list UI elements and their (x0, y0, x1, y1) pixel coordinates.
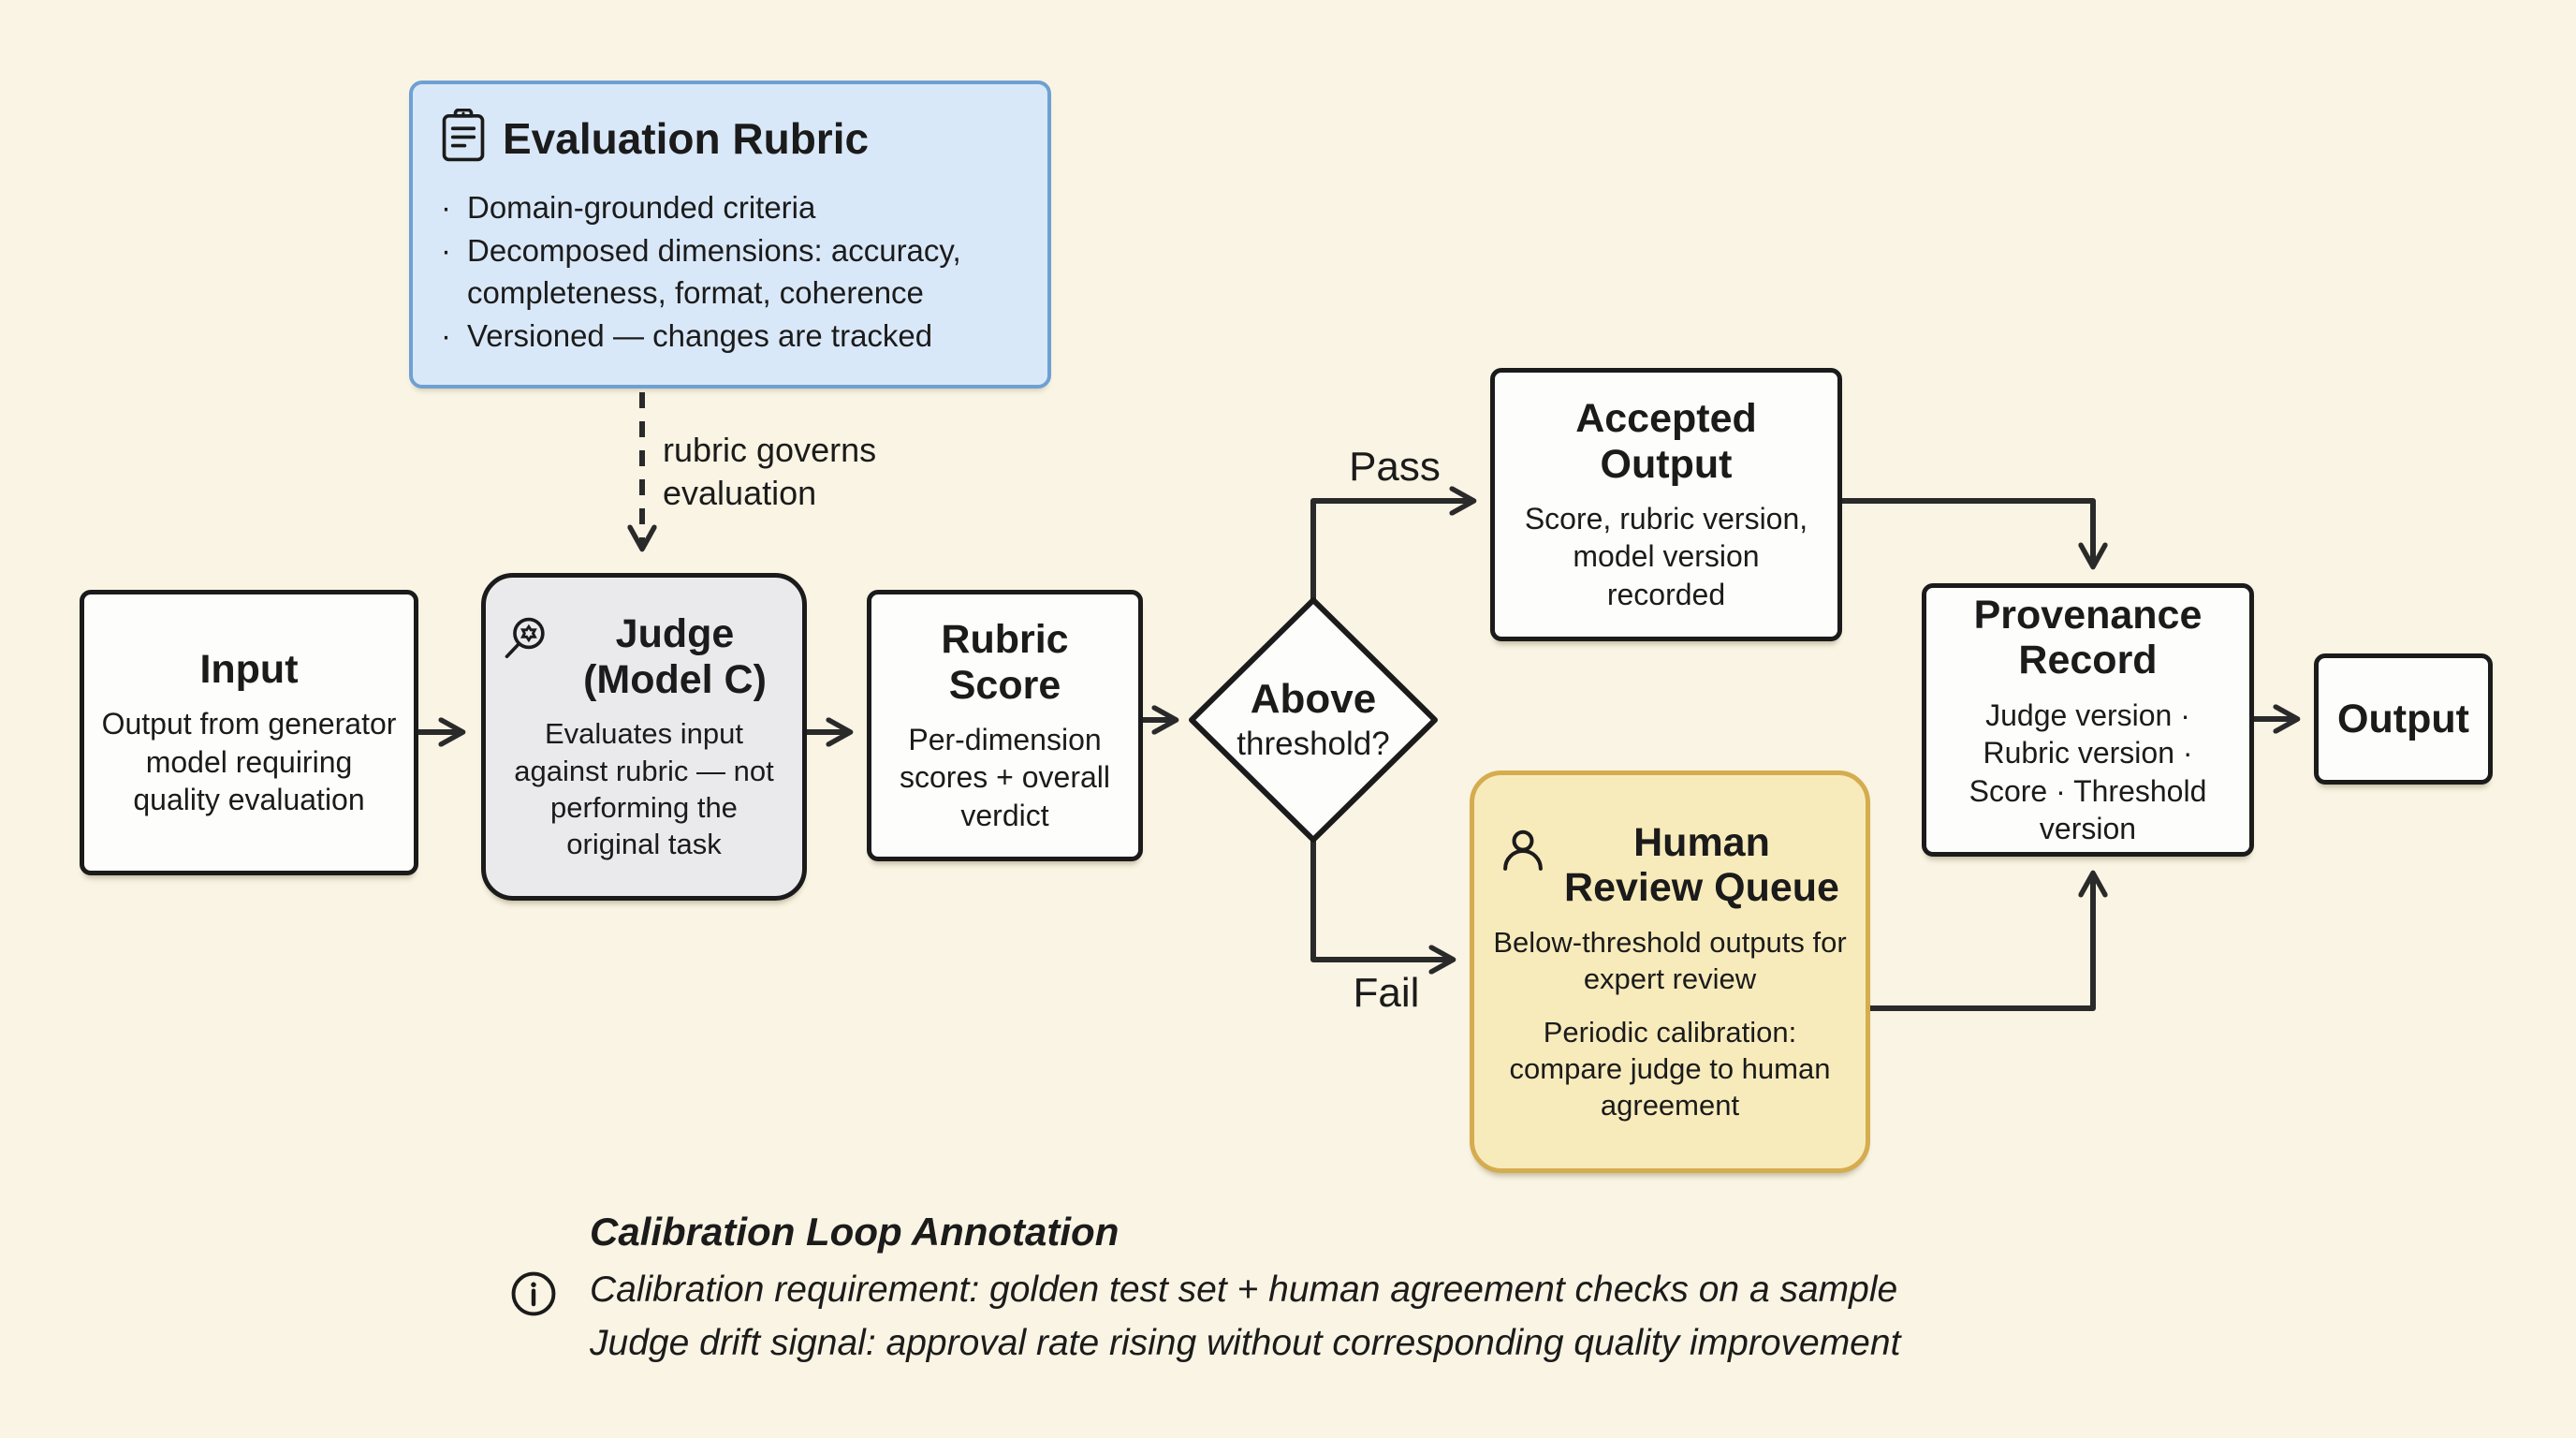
node-decision-subtitle: threshold? (1237, 725, 1390, 762)
node-human-review-queue: Human Review Queue Below-threshold outpu… (1470, 770, 1870, 1173)
person-icon (1498, 826, 1548, 881)
rubric-bullet: · Domain-grounded criteria (441, 186, 1019, 229)
node-judge-body: Evaluates input against rubric — not per… (514, 717, 774, 860)
node-input: Input Output from generator model requir… (80, 590, 418, 875)
node-decision-title: Above (1250, 676, 1377, 722)
node-accepted-output-title: Accepted Output (1575, 395, 1757, 487)
annotation-line2: Judge drift signal: approval rate rising… (590, 1323, 1901, 1363)
edge-decision-review-fail (1310, 840, 1451, 960)
rubric-bullet-text: Versioned — changes are tracked (467, 317, 933, 353)
node-decision-label: Above threshold? (1201, 676, 1426, 763)
edge-accepted-provenance (1842, 498, 2093, 565)
annotation-title: Calibration Loop Annotation (590, 1210, 1120, 1254)
rubric-bullet-text: Decomposed dimensions: accuracy, complet… (467, 232, 961, 311)
edge-review-provenance (1870, 875, 2093, 1011)
annotation-line1: Calibration requirement: golden test set… (590, 1269, 1898, 1310)
decision-diamond (1189, 597, 1438, 843)
node-judge-title: Judge (Model C) (583, 611, 767, 702)
edge-label-fail: Fail (1353, 970, 1420, 1016)
node-input-title: Input (199, 646, 299, 692)
magnifier-gear-icon (501, 615, 549, 668)
evaluation-rubric-panel: Evaluation Rubric · Domain-grounded crit… (409, 81, 1051, 389)
node-output: Output (2314, 653, 2493, 785)
edge-label-rubric-governs: rubric governs evaluation (663, 431, 877, 513)
node-human-review-queue-title: Human Review Queue (1564, 819, 1839, 911)
rubric-bullet-list: · Domain-grounded criteria · Decomposed … (441, 186, 1019, 357)
node-accepted-output: Accepted Output Score, rubric version, m… (1490, 368, 1842, 641)
node-provenance-record: Provenance Record Judge version · Rubric… (1922, 583, 2254, 857)
rubric-bullet: · Decomposed dimensions: accuracy, compl… (441, 229, 1019, 315)
node-output-title: Output (2337, 696, 2469, 741)
node-provenance-record-title: Provenance Record (1973, 592, 2203, 683)
edge-label-pass: Pass (1349, 444, 1441, 490)
node-rubric-score: Rubric Score Per-dimension scores + over… (867, 590, 1143, 861)
node-input-body: Output from generator model requiring qu… (101, 707, 397, 816)
info-icon (509, 1269, 558, 1323)
rubric-panel-title: Evaluation Rubric (503, 113, 870, 163)
rubric-bullet-text: Domain-grounded criteria (467, 190, 816, 225)
node-rubric-score-title: Rubric Score (941, 616, 1069, 708)
node-human-review-queue-body2: Periodic calibration: compare judge to h… (1509, 1016, 1831, 1123)
node-provenance-record-body: Judge version · Rubric version · Score ·… (1969, 697, 2207, 845)
node-accepted-output-body: Score, rubric version, model version rec… (1524, 502, 1808, 611)
node-rubric-score-body: Per-dimension scores + overall verdict (900, 723, 1110, 832)
node-human-review-queue-body1: Below-threshold outputs for expert revie… (1493, 925, 1847, 995)
clipboard-icon (441, 108, 486, 168)
rubric-bullet: · Versioned — changes are tracked (441, 315, 1019, 358)
node-judge: Judge (Model C) Evaluates input against … (481, 573, 807, 901)
edge-decision-accepted-pass (1310, 501, 1471, 600)
